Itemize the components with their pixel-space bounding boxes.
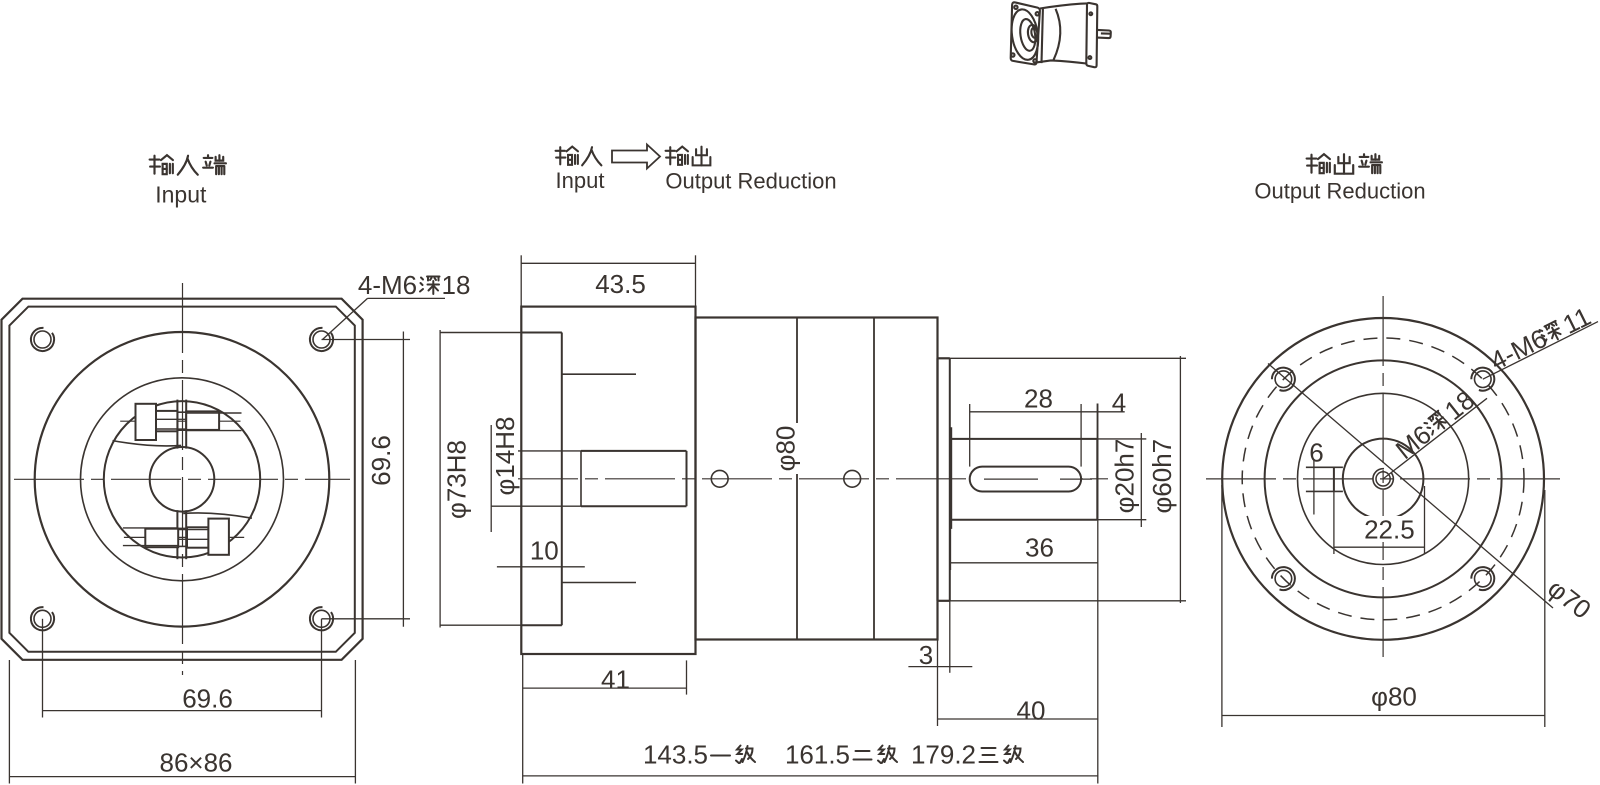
svg-text:40: 40 [1017, 696, 1046, 726]
svg-text:φ80: φ80 [1371, 682, 1417, 712]
svg-text:69.6: 69.6 [182, 684, 233, 714]
svg-text:161.5: 161.5 [785, 740, 850, 770]
svg-text:3: 3 [919, 640, 933, 670]
svg-text:φ73H8: φ73H8 [442, 440, 472, 519]
svg-text:φ80: φ80 [770, 426, 800, 472]
svg-text:6: 6 [1309, 438, 1323, 468]
svg-text:4: 4 [1112, 387, 1126, 417]
svg-text:Input: Input [155, 182, 207, 208]
svg-text:43.5: 43.5 [595, 269, 646, 299]
svg-text:28: 28 [1024, 384, 1053, 414]
svg-text:22.5: 22.5 [1364, 514, 1415, 544]
svg-text:Output Reduction: Output Reduction [1254, 179, 1425, 204]
svg-text:4-M6: 4-M6 [358, 270, 417, 300]
svg-text:179.2: 179.2 [911, 740, 976, 770]
svg-text:86×86: 86×86 [159, 748, 232, 778]
svg-text:φ14H8: φ14H8 [490, 416, 520, 495]
svg-text:φ60h7: φ60h7 [1147, 439, 1177, 514]
svg-text:143.5: 143.5 [643, 740, 708, 770]
svg-text:10: 10 [530, 536, 559, 566]
svg-text:Output Reduction: Output Reduction [665, 169, 836, 194]
svg-text:18: 18 [442, 270, 471, 300]
svg-text:69.6: 69.6 [366, 435, 396, 486]
svg-text:Input: Input [556, 168, 605, 193]
svg-text:36: 36 [1025, 533, 1054, 563]
svg-text:φ20h7: φ20h7 [1110, 439, 1140, 514]
svg-text:41: 41 [601, 665, 630, 695]
